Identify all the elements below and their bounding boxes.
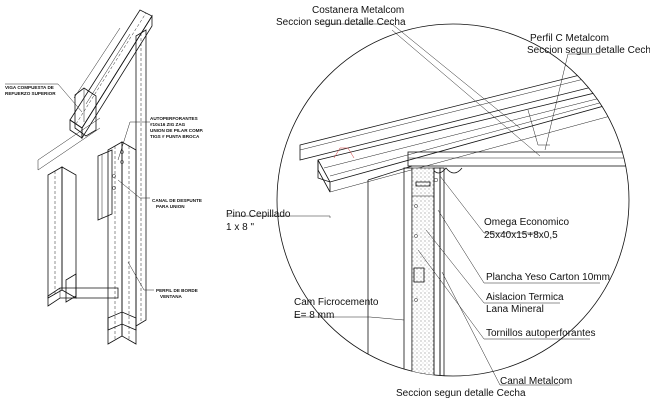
beam-label-line-2: REFUERZO SUPERIOR xyxy=(5,91,56,96)
window-edge-profile xyxy=(107,29,147,345)
omega-size-label: 25x40x15+8x0,5 xyxy=(484,230,558,241)
screws-detail-label: Tornillos autoperforantes xyxy=(486,328,596,339)
screws-label-line-3: UNION DE PILAR COMP. xyxy=(150,128,203,133)
wall-assembly xyxy=(403,167,445,376)
detail-contents xyxy=(299,59,629,376)
splice-label-line-1: CANAL DE DESPUNTE xyxy=(152,198,202,203)
fiber-cement-thickness-label: E= 8 mm xyxy=(294,310,334,321)
isometric-frame-assembly: VIGA COMPUESTA DE REFUERZO SUPERIOR AUTO… xyxy=(5,9,203,345)
screws-label-line-1: AUTOPERFORANTES xyxy=(150,116,198,121)
purlin-section-label: Seccion segun detalle Cecha xyxy=(276,17,406,28)
left-leader-lines xyxy=(5,83,154,291)
edge-profile-label-line-1: PERFIL DE BORDE xyxy=(156,288,198,293)
detail-circle xyxy=(276,23,630,377)
c-profile-label: Perfil C Metalcom xyxy=(530,33,609,44)
screws-label-line-4: TIGS # PUNTA BROCA xyxy=(150,134,200,139)
omega-label: Omega Economico xyxy=(484,217,569,228)
gypsum-board-label: Plancha Yeso Carton 10mm xyxy=(486,272,610,283)
beam-label-line-1: VIGA COMPUESTA DE xyxy=(5,85,54,90)
vertical-stud-left xyxy=(37,117,101,299)
pine-label: Pino Cepillado xyxy=(226,209,291,220)
composite-beam xyxy=(69,9,153,140)
pine-board xyxy=(367,165,413,376)
bottom-channel xyxy=(47,273,119,307)
c-profile-section-label: Seccion segun detalle Cecha xyxy=(527,45,650,56)
edge-profile-label-line-2: VENTANA xyxy=(160,294,183,299)
screws-label-line-2: #10x16 ZIG ZAG xyxy=(150,122,186,127)
splice-channel xyxy=(97,149,124,221)
purlin-label: Costanera Metalcom xyxy=(312,5,404,16)
channel-label: Canal Metalcom xyxy=(500,376,572,387)
roof-slope xyxy=(299,59,629,193)
detail-callout: Costanera Metalcom Seccion segun detalle… xyxy=(226,5,650,399)
detail-leader-lines xyxy=(228,23,600,386)
pine-size-label: 1 x 8 " xyxy=(226,222,254,233)
insulation-type-label: Lana Mineral xyxy=(486,304,544,315)
channel-section-label: Seccion segun detalle Cecha xyxy=(396,388,526,399)
insulation-label: Aislacion Termica xyxy=(486,292,564,303)
fiber-cement-label: Cam Ficrocemento xyxy=(294,297,379,308)
splice-label-line-2: PARA UNION xyxy=(156,204,185,209)
